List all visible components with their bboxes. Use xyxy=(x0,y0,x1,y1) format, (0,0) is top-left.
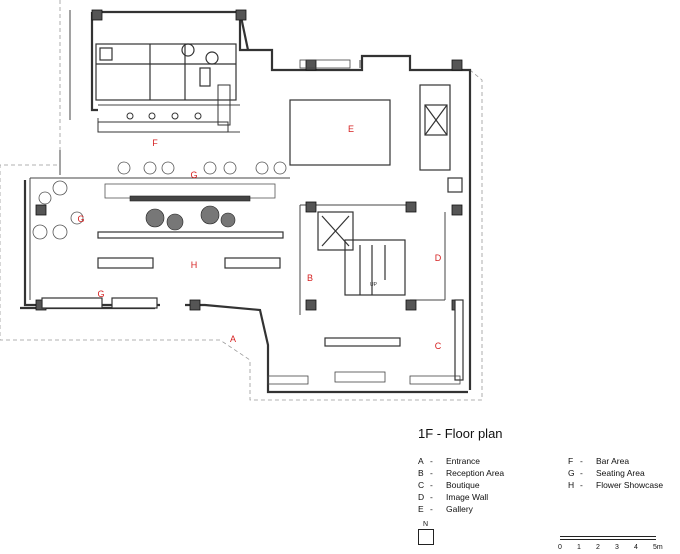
seating-furniture xyxy=(32,161,287,240)
gallery-box xyxy=(289,99,391,166)
scale-tick: 1 xyxy=(577,544,581,551)
elevator-stairs xyxy=(317,211,406,296)
legend-label: Image Wall xyxy=(446,492,489,502)
restroom-block xyxy=(95,43,237,101)
zone-letter-f: F xyxy=(152,138,158,148)
legend-dash: - xyxy=(430,480,433,490)
legend-item-d: D- Image Wall xyxy=(418,491,504,503)
scale-tick: 3 xyxy=(615,544,619,551)
zone-letter-g-bottom: G xyxy=(97,289,104,299)
zone-letter-b: B xyxy=(307,273,313,283)
legend-dash: - xyxy=(580,480,583,490)
elevator-top-right xyxy=(419,84,463,193)
legend-item-h: H- Flower Showcase xyxy=(568,479,663,491)
zone-letter-a: A xyxy=(230,334,236,344)
legend-label: Entrance xyxy=(446,456,481,466)
zone-letter-c: C xyxy=(435,341,442,351)
legend-item-a: A- Entrance xyxy=(418,455,504,467)
flower-planters xyxy=(129,195,251,231)
legend-label: Gallery xyxy=(446,504,473,514)
legend-label: Reception Area xyxy=(446,468,505,478)
plan-title: 1F - Floor plan xyxy=(418,426,503,441)
legend-dash: - xyxy=(430,468,433,478)
scale-tick: 4 xyxy=(634,544,638,551)
zone-letter-d: D xyxy=(435,253,442,263)
legend-key: B xyxy=(418,468,424,478)
legend-label: Seating Area xyxy=(596,468,645,478)
showcase-counters xyxy=(41,231,464,381)
legend-key: G xyxy=(568,468,575,478)
legend-item-b: B- Reception Area xyxy=(418,467,504,479)
zone-letter-h: H xyxy=(191,260,198,270)
exterior-walls xyxy=(20,10,472,394)
legend-dash: - xyxy=(430,456,433,466)
legend-key: F xyxy=(568,456,574,466)
legend-dash: - xyxy=(430,492,433,502)
scale-tick: 0 xyxy=(558,544,562,551)
legend-item-f: F- Bar Area xyxy=(568,455,663,467)
structural-columns xyxy=(35,9,463,311)
legend-key: C xyxy=(418,480,425,490)
legend-label: Bar Area xyxy=(596,456,630,466)
scale-tick: 5m xyxy=(653,544,663,551)
legend-item-g: G- Seating Area xyxy=(568,467,663,479)
zone-letter-g-left: G xyxy=(77,214,84,224)
legend-label: Boutique xyxy=(446,480,480,490)
legend-item-c: C- Boutique xyxy=(418,479,504,491)
window-grilles xyxy=(267,59,461,385)
legend-key: D xyxy=(418,492,425,502)
legend-key: A xyxy=(418,456,424,466)
legend-item-e: E- Gallery xyxy=(418,503,504,515)
legend-dash: - xyxy=(580,456,583,466)
zone-letter-g-top: G xyxy=(190,170,197,180)
north-box-icon xyxy=(418,529,434,545)
legend-key: E xyxy=(418,504,424,514)
legend-key: H xyxy=(568,480,575,490)
legend-dash: - xyxy=(430,504,433,514)
scale-bar: 0 1 2 3 4 5m xyxy=(556,536,663,554)
stair-up-label: UP xyxy=(370,282,378,288)
zone-letter-e: E xyxy=(348,124,354,134)
floor-plan-drawing: A B C D E F G G G H UP xyxy=(0,0,483,401)
scale-tick: 2 xyxy=(596,544,600,551)
legend-label: Flower Showcase xyxy=(596,480,664,490)
scale-bar-line xyxy=(560,536,656,540)
legend-dash: - xyxy=(580,468,583,478)
north-label: N xyxy=(423,521,429,528)
bar-counter xyxy=(97,84,231,133)
